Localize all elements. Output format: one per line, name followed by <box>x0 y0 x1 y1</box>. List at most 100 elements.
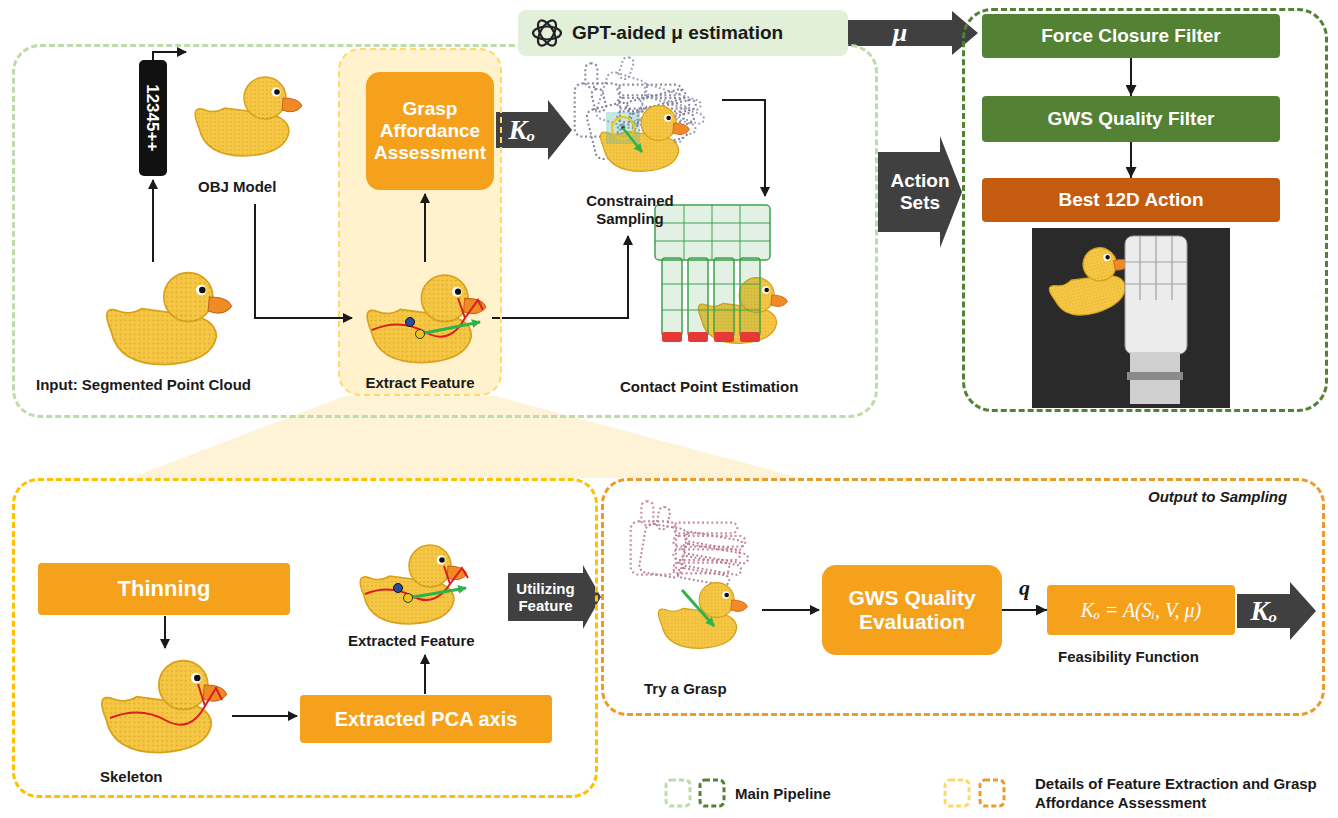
feature-extraction-panel: ThinningExtracted PCA axis <box>12 478 598 798</box>
gpt-logo <box>534 18 559 49</box>
process-box: Grasp Affordance Assessment <box>366 72 494 190</box>
extracted-feature-figure <box>408 588 466 598</box>
extracted-feature-figure <box>360 545 468 624</box>
legend-sample <box>666 780 690 806</box>
node-text: Thinning <box>118 576 211 601</box>
node-text: 12345++ <box>143 84 163 151</box>
legend-sample <box>980 780 1004 806</box>
constrained-sampling-figure <box>600 106 689 172</box>
robot-photo <box>1032 228 1230 408</box>
feature-highlight-fill <box>339 49 501 395</box>
feature-highlight-fill <box>130 396 800 478</box>
skeleton-figure <box>102 661 227 753</box>
figure-caption: Skeleton <box>100 768 163 786</box>
filter-panel: Force Closure FilterGWS Quality FilterBe… <box>962 8 1328 412</box>
node-text: GWS Quality Evaluation <box>830 586 994 634</box>
contact-point-figure <box>740 332 760 342</box>
obj-model <box>195 77 302 156</box>
figure-caption: OBJ Model <box>198 178 276 196</box>
flow-arrow <box>424 194 426 262</box>
contact-point-figure <box>714 332 734 342</box>
input-point-cloud <box>107 273 232 365</box>
filter-box: GWS Quality Filter <box>982 96 1280 142</box>
robot-photo <box>1032 228 1230 408</box>
reconstruction-box: 12345++ <box>139 60 167 176</box>
arrow-label: Kₒ <box>1238 595 1290 627</box>
try-grasp-figure <box>631 501 755 648</box>
edge-label: Utilizing Feature <box>509 580 583 614</box>
contact-point-figure <box>714 258 734 336</box>
flow-arrow <box>1002 609 1047 611</box>
constrained-sampling-figure <box>623 128 642 152</box>
contact-point-figure <box>740 258 760 336</box>
extracted-feature-figure <box>365 566 468 600</box>
block-arrow <box>878 136 962 248</box>
filter-box: Force Closure Filter <box>982 14 1280 58</box>
block-arrow <box>1237 582 1316 640</box>
feature-highlight-fill <box>130 49 800 478</box>
contact-point-figure <box>688 258 708 336</box>
extracted-feature-figure <box>360 545 467 624</box>
node-text: Best 12D Action <box>1059 189 1204 211</box>
extracted-feature-figure <box>394 584 403 593</box>
process-box: Extracted PCA axis <box>300 695 552 743</box>
contact-point-figure <box>688 332 708 342</box>
figure-caption: Feasibility Function <box>1058 648 1199 666</box>
robot-photo <box>1125 236 1187 300</box>
skeleton-figure <box>102 661 227 753</box>
flow-arrow <box>153 52 819 716</box>
flow-arrow <box>762 609 819 611</box>
legend-sample <box>945 780 969 806</box>
feature-duck <box>372 298 483 337</box>
output-note: Output to Sampling <box>1148 488 1287 506</box>
figure-caption: Extracted Feature <box>348 632 475 650</box>
node-text: Kₒ = A(Sᵢ, V, μ) <box>1081 599 1202 622</box>
flow-arrow <box>1130 58 1132 96</box>
edge-label: q <box>1019 575 1030 601</box>
gpt-logo <box>534 18 559 49</box>
arrow-label: Kₒ <box>497 114 547 146</box>
node-text: Extract Feature <box>365 374 474 391</box>
figure-caption: Contact Point Estimation <box>620 378 798 396</box>
try-grasp-figure <box>658 583 747 649</box>
main-pipeline-panel: 12345++ Extract Feature Grasp Affordance A… <box>12 44 878 418</box>
feature-duck <box>367 275 486 363</box>
try-grasp-figure <box>638 505 754 590</box>
input-point-cloud <box>107 273 232 365</box>
figure-caption: Constrained Sampling <box>580 192 680 228</box>
legend-sample <box>700 780 724 806</box>
try-grasp-figure <box>682 590 714 626</box>
gpt-logo <box>533 27 561 40</box>
contact-point-figure <box>662 258 682 336</box>
feature-duck <box>367 275 486 363</box>
contact-point-figure <box>655 205 770 310</box>
skeleton-figure <box>110 684 222 725</box>
process-box: Thinning <box>38 563 290 615</box>
process-box: GWS Quality Evaluation <box>822 565 1002 655</box>
flow-arrow <box>424 655 426 694</box>
contact-point-figure <box>662 332 682 342</box>
edge-label: Action Sets <box>889 170 951 214</box>
formula-box: Kₒ = A(Sᵢ, V, μ) <box>1047 585 1235 635</box>
feature-duck <box>406 318 415 327</box>
try-grasp-figure <box>631 501 746 574</box>
contact-point-figure <box>662 332 760 342</box>
feature-panel: Extract Feature Grasp Affordance Assessme… <box>338 48 502 396</box>
figure-caption: Input: Segmented Point Cloud <box>36 376 251 394</box>
flow-arrow <box>232 715 297 717</box>
feature-duck <box>416 330 425 339</box>
flow-arrow <box>153 52 186 60</box>
edge-label: μ <box>893 18 907 48</box>
block-arrow <box>496 100 1316 640</box>
flow-arrow <box>1130 142 1132 178</box>
figure-caption: Try a Grasp <box>644 680 727 698</box>
robot-photo <box>1127 372 1183 380</box>
estimation-box: GPT-aided μ estimation <box>518 10 848 56</box>
contact-point-figure <box>655 205 788 343</box>
legend-sample <box>666 780 1004 806</box>
contact-point-figure <box>655 205 770 336</box>
output-box: Best 12D Action <box>982 178 1280 222</box>
node-text: GWS Quality Filter <box>1048 108 1215 130</box>
block-arrow <box>496 100 572 160</box>
